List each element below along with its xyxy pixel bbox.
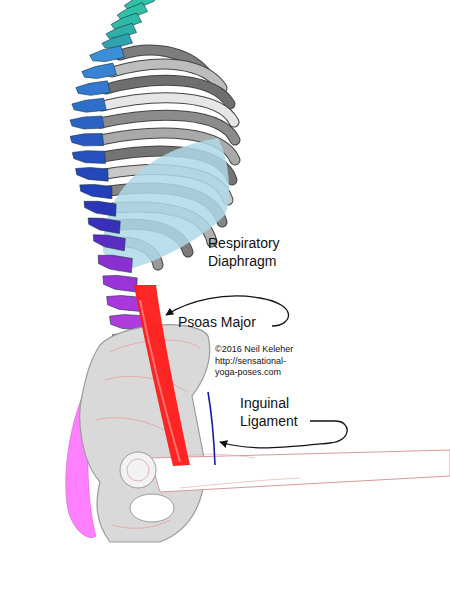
femur-contour — [175, 454, 300, 488]
vertebra — [70, 116, 104, 129]
psoas-highlight — [140, 300, 180, 462]
femur-head — [120, 452, 156, 488]
pelvis-contour — [96, 340, 200, 528]
femur-head-contour — [127, 459, 149, 481]
part-label: Inguinal Ligament — [240, 394, 320, 430]
psoas-muscle — [134, 285, 190, 466]
vertebra — [81, 63, 116, 81]
vertebra — [101, 272, 139, 293]
diaphragm-muscle — [103, 138, 229, 272]
vertebra — [96, 251, 134, 273]
vertebra — [70, 132, 104, 146]
inguinal-ligament — [208, 392, 215, 465]
vertebra — [72, 148, 107, 164]
vertebra — [75, 81, 110, 97]
copyright-note: ©2016 Neil Keleher http://sensational- y… — [215, 344, 303, 379]
vertebra — [78, 181, 114, 200]
vertebra — [72, 98, 107, 113]
obturator-foramen — [130, 494, 174, 522]
femur-shaft — [150, 450, 450, 492]
part-label: Respiratory Diaphragm — [208, 234, 298, 270]
vertebra — [82, 197, 118, 217]
vertebra — [74, 165, 109, 183]
pelvis-bone — [80, 325, 210, 542]
part-label: Psoas Major — [178, 313, 256, 331]
vertebra — [86, 214, 122, 234]
vertebra — [91, 231, 127, 252]
vertebra — [89, 45, 125, 64]
